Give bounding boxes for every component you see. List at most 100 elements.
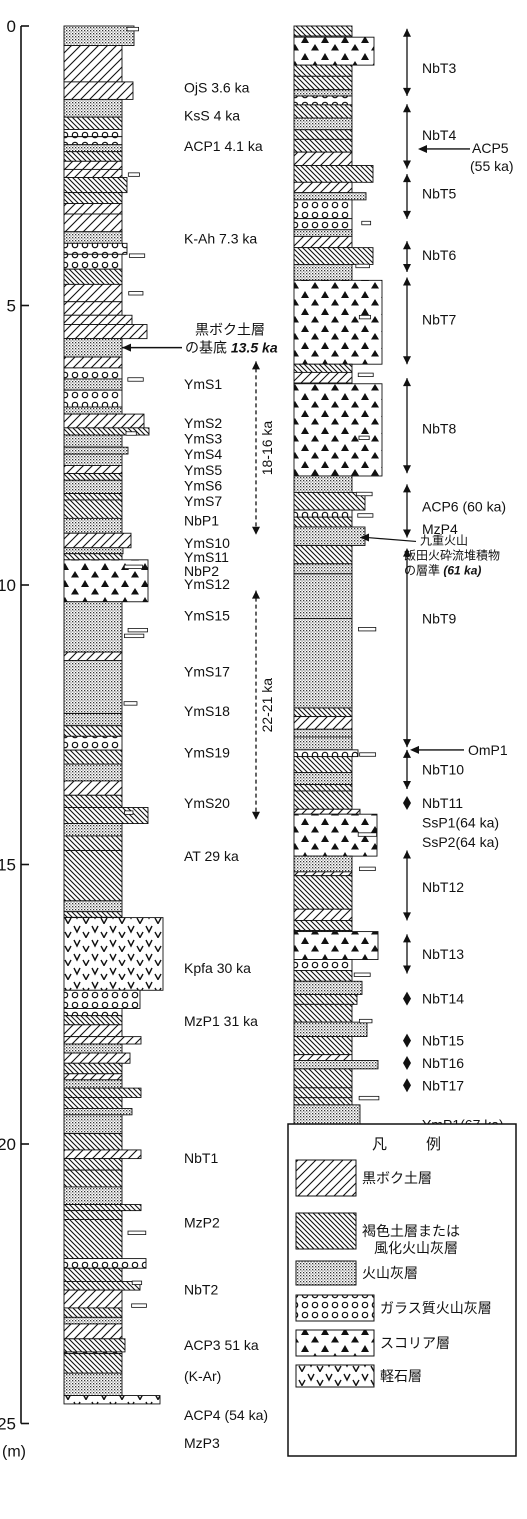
col1-layer-ash [64, 1187, 122, 1205]
col1-layer-brown [64, 117, 122, 129]
col1-layer-brown [64, 1016, 122, 1025]
col1-layer-glass [64, 736, 122, 750]
column1-label: NbP1 [184, 513, 219, 529]
col2-layer-brown [294, 248, 373, 265]
col1-layer-brown [64, 1211, 122, 1220]
legend-title: 凡 [372, 1136, 387, 1153]
col2-layer-ash [294, 737, 352, 750]
col1-tephra-lens [128, 378, 143, 382]
legend-label-brown: 褐色土層または [362, 1223, 460, 1239]
col1-layer-ash [64, 232, 122, 244]
col2-layer-ash [294, 230, 352, 237]
col1-layer-ash [64, 901, 122, 912]
col1-layer-ash [64, 407, 122, 414]
acp5-arrow-head [418, 145, 427, 153]
unit-range-arrow-head [403, 278, 411, 286]
unit-range-arrow-head [403, 161, 411, 169]
col2-layer-ash [294, 1060, 378, 1068]
col1-tephra-lens [129, 292, 143, 296]
col1-layer-brown [64, 912, 122, 918]
col1-layer-brown [64, 178, 127, 193]
col2-layer-brown [294, 785, 352, 791]
col1-layer-ash [64, 99, 122, 117]
col1-layer-ash [64, 339, 122, 357]
col2-layer-ash [294, 1022, 367, 1036]
age-range-arrow-head [252, 361, 260, 369]
col2-layer-brown [294, 105, 352, 118]
unit-range-arrow-head [403, 104, 411, 112]
col1-layer-kuroboku [64, 161, 122, 169]
column2-label: NbT17 [422, 1077, 464, 1093]
col1-layer-brown [64, 1281, 140, 1290]
col1-layer-kuroboku [64, 284, 122, 301]
col2-layer-brown [294, 26, 352, 36]
col2-layer-brown [294, 517, 352, 527]
col2-layer-brown [294, 76, 352, 89]
col1-layer-ash [64, 454, 122, 465]
col2-tephra-lens [359, 1019, 372, 1023]
col2-layer-ash [294, 574, 352, 619]
unit-range-arrow-head [403, 465, 411, 473]
col1-layer-ash [64, 548, 123, 554]
unit-range-arrow-head [403, 211, 411, 219]
unit-diamond-marker [403, 1078, 411, 1092]
col2-layer-scoria [294, 37, 374, 65]
col1-layer-brown [64, 1063, 122, 1074]
column1-label: YmS3 [184, 431, 222, 447]
axis-unit-label: (m) [2, 1444, 26, 1461]
col1-layer-kuroboku [64, 781, 122, 795]
col2-layer-brown [294, 757, 352, 773]
column2-label: NbT11 [422, 795, 463, 811]
col2-layer-glass [294, 200, 352, 219]
col1-layer-brown [64, 1205, 141, 1211]
axis-tick-label: 0 [7, 17, 16, 36]
unit-range-arrow-head [403, 851, 411, 859]
unit-range-arrow-head [403, 29, 411, 37]
col1-layer-kuroboku [64, 1025, 122, 1037]
kuju-horizon-label: の層準 (61 ka) [404, 562, 481, 577]
axis-tick-label: 15 [0, 856, 16, 875]
col2-layer-brown [294, 546, 352, 564]
col2-layer-scoria [294, 932, 378, 960]
col1-layer-brown [64, 1339, 125, 1352]
column1-label: YmS5 [184, 462, 222, 478]
col2-layer-brown [294, 1004, 352, 1022]
col1-layer-kuroboku [64, 169, 122, 177]
col1-layer-ash [64, 447, 128, 454]
column1-label: YmS12 [184, 576, 230, 592]
col1-layer-kuroboku [64, 1037, 141, 1044]
column2-label: NbT10 [422, 761, 464, 777]
col2-layer-kuroboku [294, 717, 352, 730]
col1-tephra-lens [128, 173, 139, 177]
col1-layer-brown [64, 836, 122, 851]
col2-tephra-lens [359, 1096, 379, 1100]
col1-layer-brown [64, 1354, 122, 1374]
col1-layer-glass [64, 254, 122, 269]
col2-layer-brown [294, 994, 357, 1004]
col2-layer-brown [294, 1088, 352, 1098]
col2-layer-kuroboku [294, 1055, 352, 1061]
col1-layer-brown [64, 1170, 122, 1187]
col1-layer-kuroboku [64, 315, 132, 324]
unit-diamond-marker [403, 1034, 411, 1048]
col2-layer-brown [294, 65, 352, 76]
column2-label: NbT15 [422, 1033, 464, 1049]
col1-layer-brown [64, 808, 148, 824]
col1-layer-ash [64, 1044, 122, 1053]
col1-tephra-lens [124, 811, 132, 815]
unit-range-arrow-head [403, 966, 411, 974]
col2-layer-ash [294, 193, 366, 200]
col1-tephra-lens [132, 1304, 147, 1308]
col2-tephra-lens [356, 264, 370, 268]
legend-swatch-glass [296, 1295, 374, 1321]
column1-label: MzP3 [184, 1435, 220, 1451]
col1-layer-ash [64, 145, 122, 152]
col1-layer-pumice [64, 918, 163, 991]
col1-layer-kuroboku [64, 82, 133, 100]
col1-layer-brown [64, 152, 122, 162]
column1-label: YmS19 [184, 745, 230, 761]
col2-layer-kuroboku [294, 152, 352, 165]
omp1-label: OmP1 [468, 742, 508, 758]
